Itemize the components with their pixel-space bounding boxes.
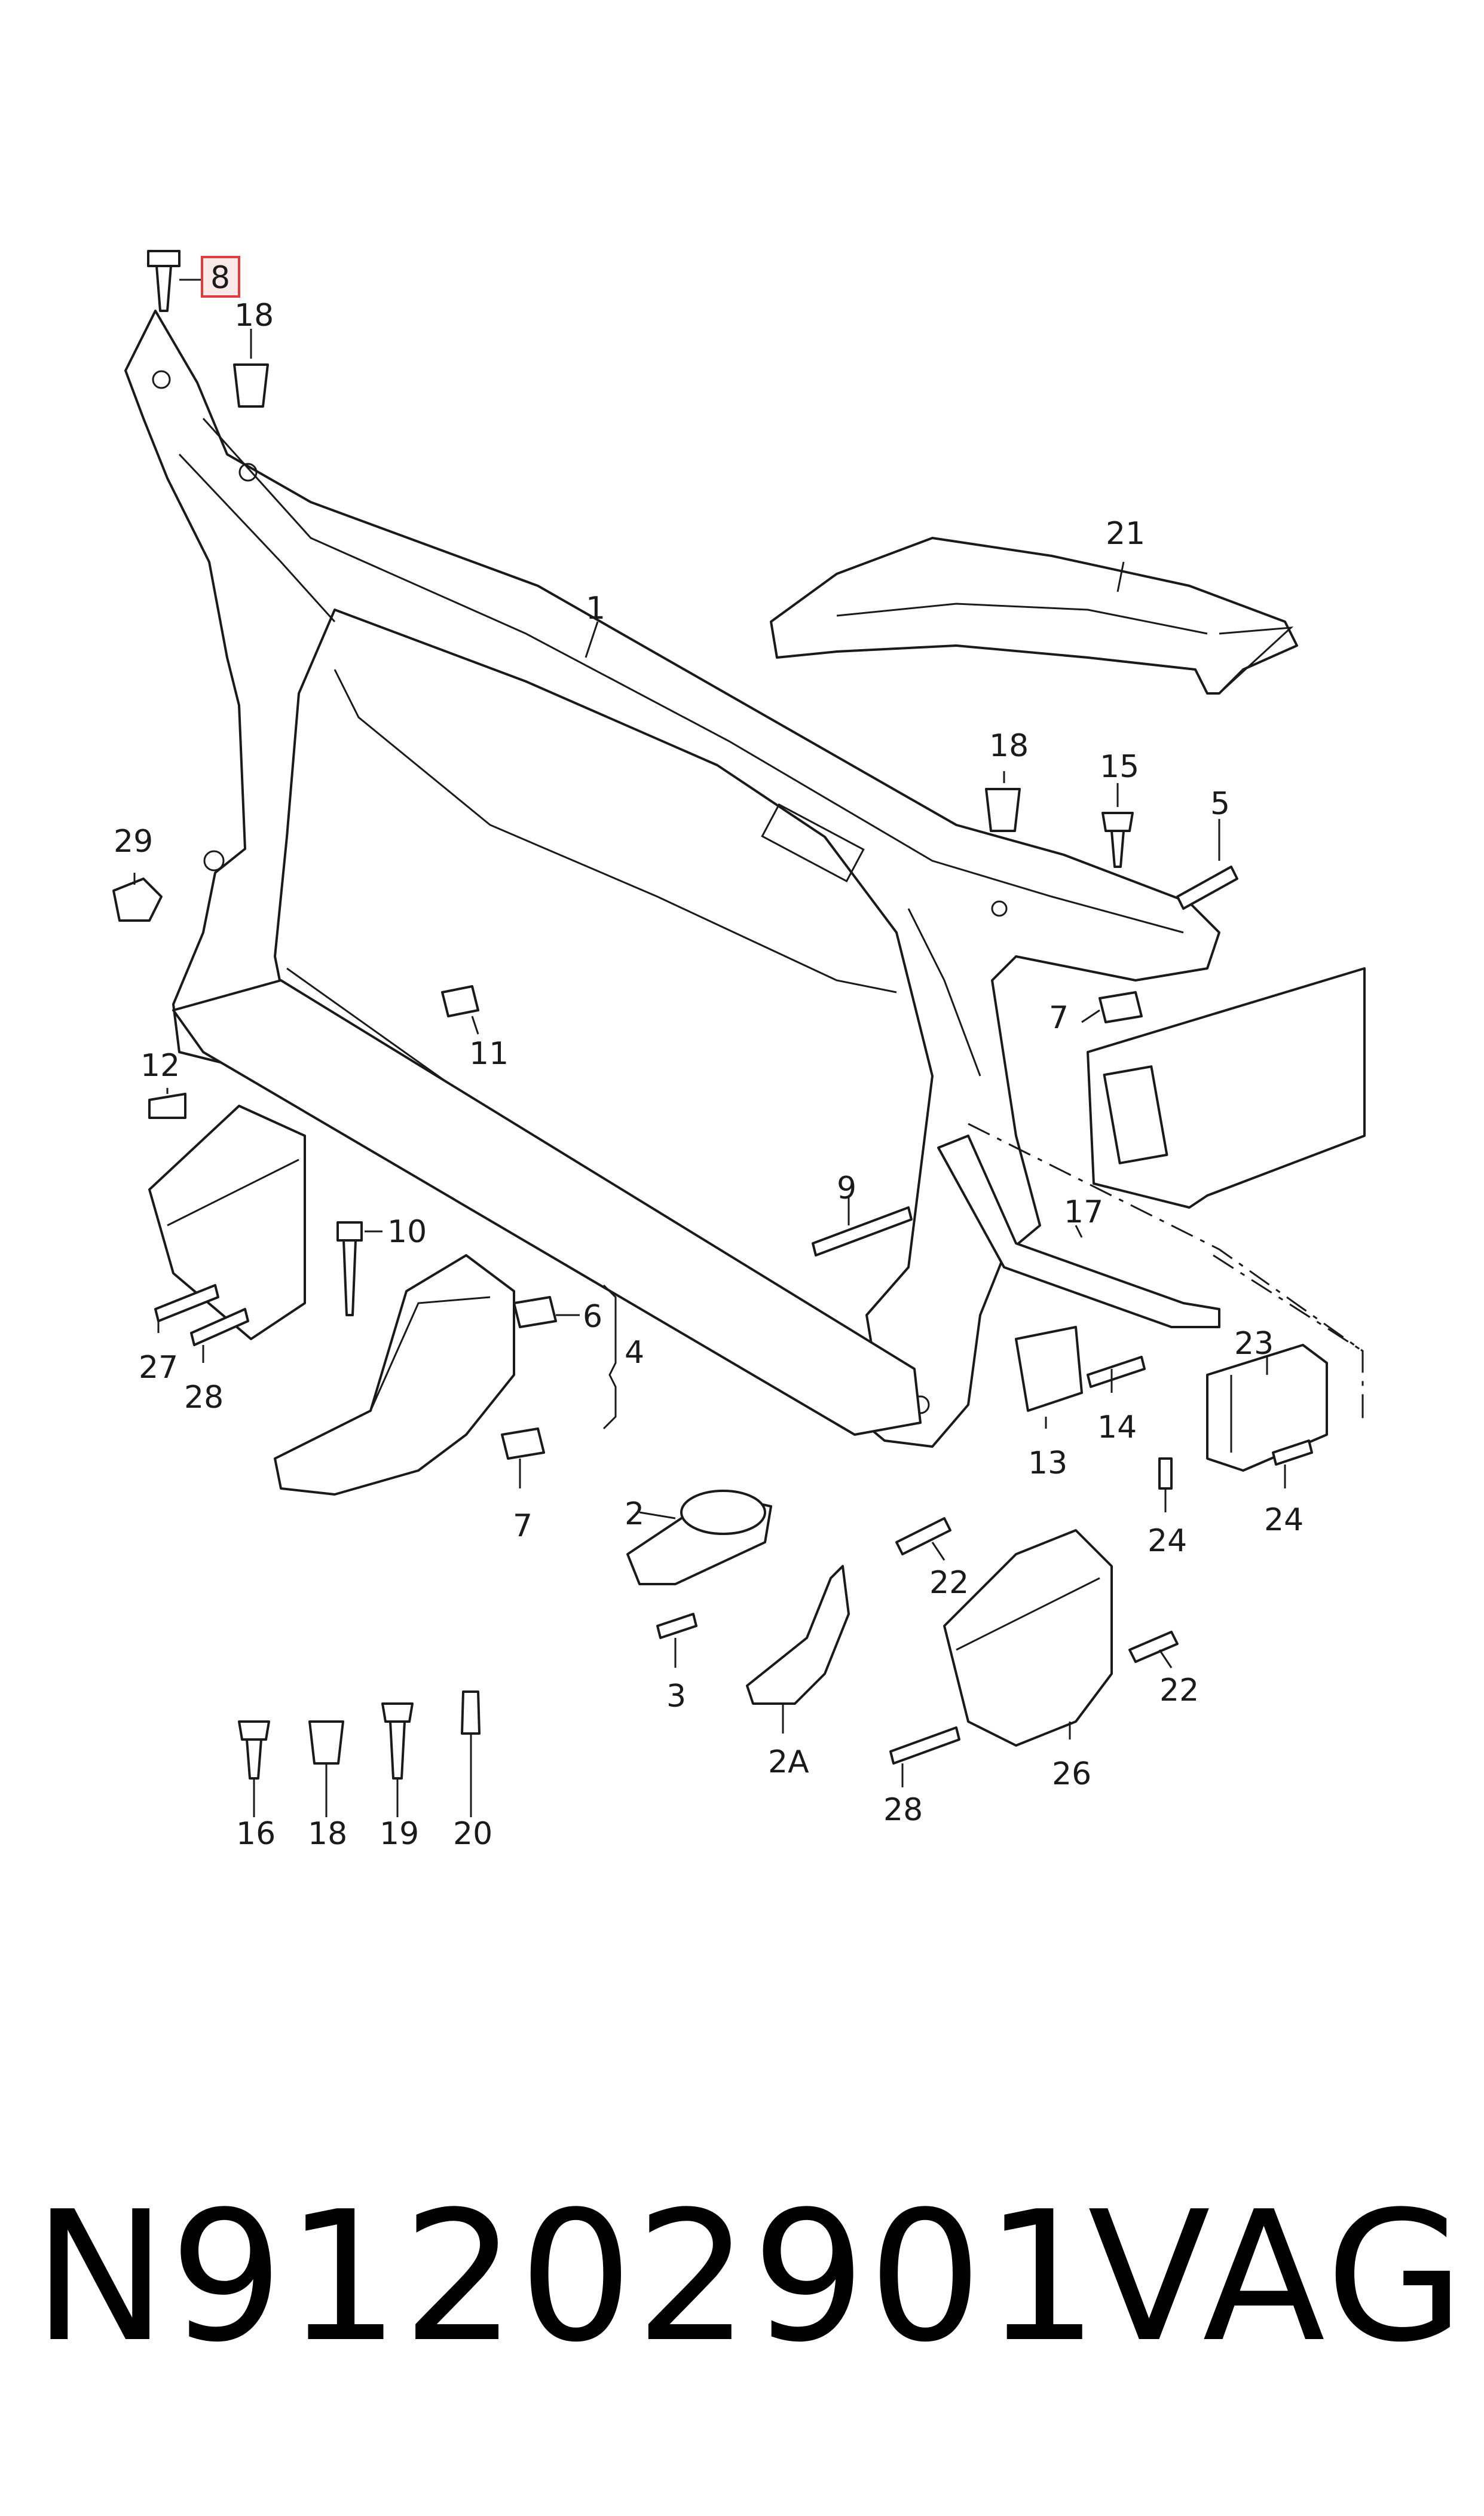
- callout-26: 26: [1052, 1756, 1091, 1792]
- callout-1: 1: [586, 591, 605, 626]
- callout-7: 7: [513, 1508, 533, 1544]
- support-strut: [937, 1135, 1220, 1328]
- callout-28: 28: [883, 1792, 923, 1828]
- callout-7: 7: [1049, 1000, 1069, 1036]
- callout-27: 27: [139, 1350, 178, 1386]
- callout-18: 18: [989, 728, 1029, 764]
- callout-13: 13: [1028, 1445, 1067, 1481]
- callout-17: 17: [1064, 1194, 1103, 1230]
- callout-22: 22: [929, 1565, 969, 1601]
- lower-cross-member: [172, 979, 922, 1436]
- fasteners: [112, 250, 1313, 1787]
- callout-8: 8: [210, 260, 230, 296]
- callout-11: 11: [469, 1036, 509, 1072]
- right-lower-bracket: [943, 1529, 1113, 1747]
- callout-labels: 8 18 1 21 18 15 5 29 7 11 12 10 9 17 6 4…: [114, 260, 1304, 1852]
- callout-4: 4: [625, 1335, 644, 1371]
- callout-21: 21: [1106, 516, 1145, 552]
- callout-29: 29: [114, 824, 153, 860]
- callout-3: 3: [666, 1679, 686, 1714]
- callout-12: 12: [140, 1048, 180, 1084]
- callout-10: 10: [387, 1214, 427, 1250]
- callout-24: 24: [1148, 1523, 1187, 1559]
- highlight-box: [201, 256, 240, 298]
- part-number: N91202901: [33, 2173, 1101, 2382]
- callout-5: 5: [1210, 786, 1230, 822]
- callout-19: 19: [380, 1816, 419, 1852]
- callout-2: 2: [625, 1496, 644, 1532]
- callout-14: 14: [1097, 1410, 1137, 1445]
- left-mounting-bracket: [148, 1105, 306, 1340]
- callout-24: 24: [1264, 1502, 1304, 1538]
- hood-latch-assembly: [626, 1490, 850, 1705]
- leader-lines: [133, 279, 1286, 1817]
- callout-20: 20: [453, 1816, 492, 1852]
- footer: N91202901 VAG: [0, 2176, 1484, 2379]
- callout-2a: 2A: [768, 1744, 809, 1780]
- callout-18: 18: [308, 1816, 347, 1852]
- callout-9: 9: [837, 1170, 856, 1206]
- callout-18: 18: [234, 298, 274, 334]
- callout-15: 15: [1100, 749, 1139, 785]
- air-guide-duct: [770, 537, 1298, 695]
- brand-name: VAG: [1088, 2173, 1468, 2382]
- side-member: [968, 967, 1366, 1423]
- callout-22: 22: [1159, 1673, 1199, 1708]
- callout-16: 16: [236, 1816, 276, 1852]
- callout-23: 23: [1234, 1326, 1274, 1362]
- callout-28: 28: [184, 1380, 224, 1416]
- right-module: [1206, 1344, 1328, 1472]
- left-bracket: [274, 1254, 515, 1496]
- callout-6: 6: [583, 1299, 602, 1335]
